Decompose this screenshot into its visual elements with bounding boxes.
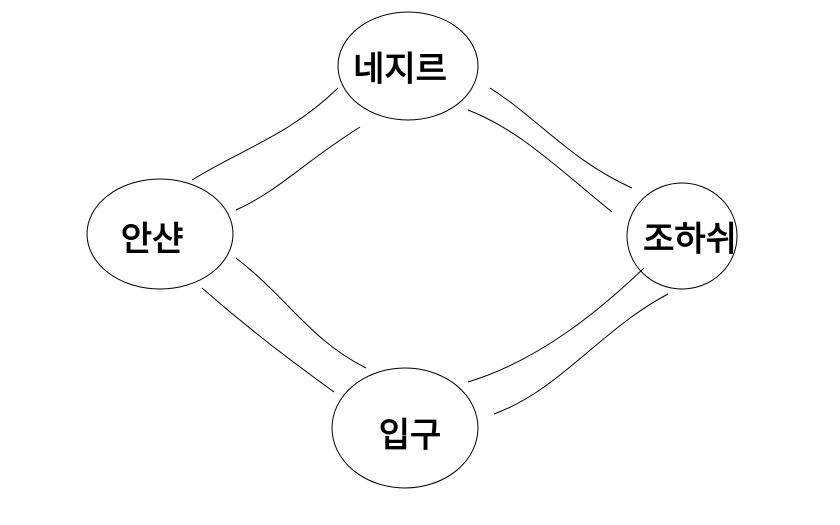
edge-left-top-b (235, 126, 361, 211)
edge-left-bottom-b (201, 287, 335, 393)
edge-bottom-right-a (467, 267, 645, 383)
node-top-label: 네지르 (353, 49, 447, 90)
edge-top-right-a (489, 87, 633, 189)
node-left-ellipse (86, 178, 234, 290)
node-top-ellipse (337, 11, 479, 121)
edge-top-right-b (467, 109, 613, 213)
node-right-ellipse (626, 182, 738, 290)
edge-left-top-a (191, 87, 339, 181)
edge-left-bottom-a (235, 257, 367, 369)
edge-bottom-right-b (493, 293, 669, 415)
node-bottom-label: 입구 (378, 415, 442, 456)
node-right-label: 조하쉬 (643, 219, 737, 260)
node-left-label: 안샨 (120, 219, 184, 260)
node-bottom-ellipse (331, 367, 479, 489)
